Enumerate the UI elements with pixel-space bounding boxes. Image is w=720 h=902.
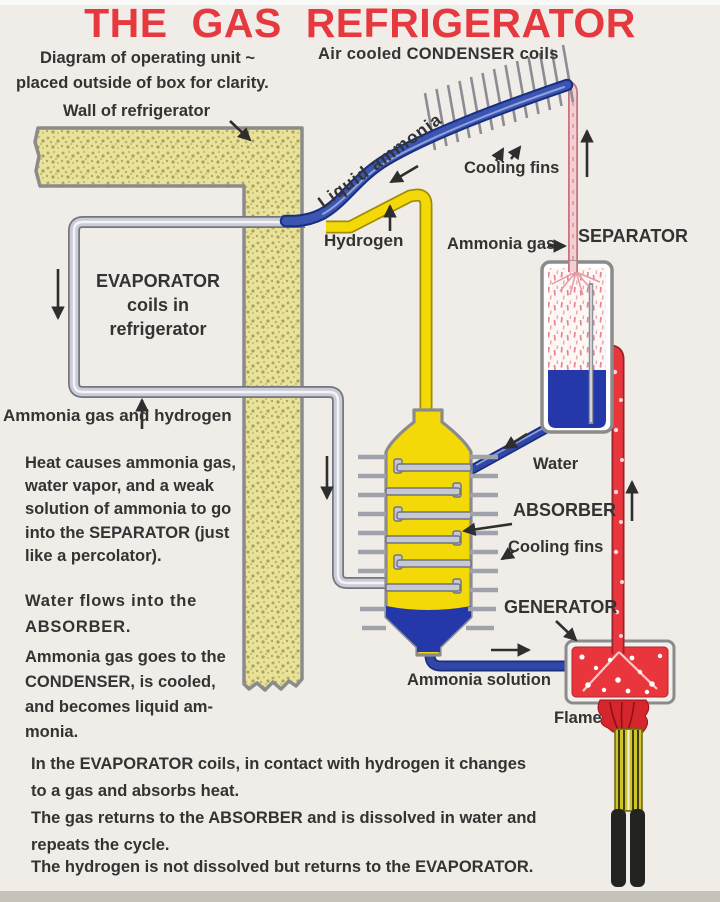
burner-tube-left [611,809,626,887]
ammonia-gas-label: Ammonia gas [447,235,556,253]
water-flow-arrow [503,432,528,450]
text-line: EVAPORATOR [95,271,220,291]
cooling-fins-pointer-2 [507,145,522,161]
wall-label: Wall of refrigerator [63,102,210,120]
flame-shape [597,699,650,733]
generator-label: GENERATOR [504,597,618,617]
absorber-vessel [358,408,498,657]
flame-label: Flame [554,709,602,727]
absorber-cooling-fins [358,454,498,631]
condenser-cooling-fins-label: Cooling fins [464,159,560,177]
absorber-baffles [385,458,472,594]
absorber-pointer-arrow [461,522,513,537]
text-line: refrigerator [109,319,207,339]
hydrogen-pipe [326,188,433,416]
refrigerator-wall [33,126,304,692]
evaporator-pipe [68,216,392,589]
text-line: ABSORBER. [25,618,132,636]
generator-bubbles [579,653,663,695]
page-title: THE GAS REFRIGERATOR [84,0,636,46]
absorber-label: ABSORBER [513,500,617,520]
condenser-pipe [279,78,574,228]
text-line: Ammonia gas goes to the [25,648,226,666]
separator-vessel [540,260,614,434]
cooling-fins-pointer-1 [491,147,505,163]
flame-tongues [609,701,635,731]
condenser-cooling-fins [423,44,575,151]
absorber-liquid [386,606,471,652]
text-line: Heat causes ammonia gas, [25,454,236,472]
evaporator-label: EVAPORATOR coils in refrigerator [83,269,233,341]
text-line: into the SEPARATOR (just [25,523,230,542]
condenser-note: Ammonia gas goes to the CONDENSER, is co… [25,645,226,745]
text-line: to a gas and absorbs heat. [31,782,240,800]
wall-pointer-arrow [229,120,252,142]
generator-pointer-arrow [555,620,578,642]
burner-stripes [618,730,639,810]
text-line: solution of ammonia to go [25,500,232,519]
evaporator-note: In the EVAPORATOR coils, in contact with… [31,751,526,805]
bottom-edge [0,891,720,902]
text-line: like a percolator). [25,546,162,565]
ammonia-gas-pipe [559,80,578,271]
ammonia-gas-hydrogen-label: Ammonia gas and hydrogen [3,406,232,425]
top-edge [0,0,720,5]
intro-caption-line2: placed outside of box for clarity. [16,74,269,92]
text-line: The hydrogen is not dissolved but return… [31,858,534,876]
cycle-note: The gas returns to the ABSORBER and is d… [31,805,536,859]
text-line: The gas returns to the ABSORBER and is d… [31,809,537,827]
separator-label: SEPARATOR [578,226,689,246]
separator-note: Heat causes ammonia gas, water vapor, an… [25,452,236,568]
absorber-note: Water flows into the ABSORBER. [25,588,197,640]
liquid-ammonia-flow-arrow [389,164,419,184]
hydrogen-label: Hydrogen [324,231,404,250]
text-line: monia. [25,723,79,741]
text-line: In the EVAPORATOR coils, in contact with… [31,755,527,773]
intro-caption-line1: Diagram of operating unit ~ [40,49,255,67]
water-label: Water [533,455,579,473]
text-line: water vapor, and a weak [25,477,214,496]
burner [611,728,645,887]
text-line: coils in [126,295,189,315]
burner-tube-right [630,809,645,887]
text-line: Water flows into the [25,592,198,610]
text-line: CONDENSER, is cooled, [25,673,216,691]
separator-water [548,370,606,428]
condenser-label: Air cooled CONDENSER coils [318,45,559,63]
hydrogen-note: The hydrogen is not dissolved but return… [31,858,533,877]
absorber-fins-pointer-arrow [500,547,516,561]
absorber-cooling-fins-label: Cooling fins [508,538,604,556]
ammonia-solution-label: Ammonia solution [407,671,551,689]
flow-arrows [51,120,639,657]
riser-bubbles [605,348,624,638]
text-line: repeats the cycle. [31,836,170,854]
text-line: and becomes liquid am- [25,698,213,716]
generator-box [564,638,676,705]
